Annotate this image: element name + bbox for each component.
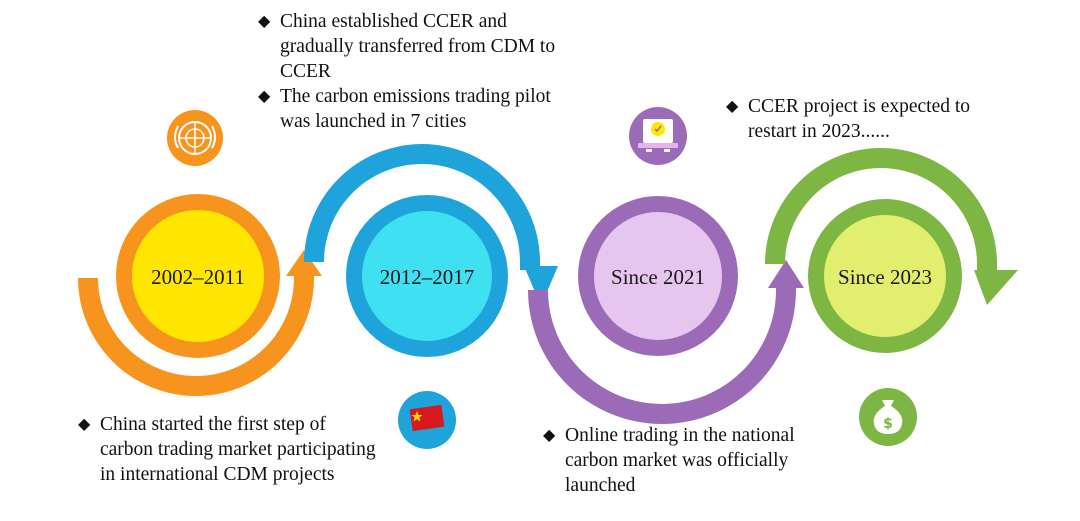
note-stage-2: China established CCER and gradually tra… (258, 9, 578, 134)
stage-3-label: Since 2021 (611, 265, 705, 289)
stage-3: Since 2021 (578, 196, 738, 356)
note-stage-4-item-1: CCER project is expected to restart in 2… (726, 94, 1016, 144)
note-stage-1: China started the first step of carbon t… (78, 412, 378, 487)
stage-2: 2012–2017 (346, 195, 508, 357)
arc-orange (68, 271, 314, 396)
stage-4-label: Since 2023 (838, 265, 932, 289)
stage-2-label: 2012–2017 (380, 265, 475, 289)
china-flag-icon (398, 391, 456, 449)
stage-2-core (362, 211, 492, 341)
note-stage-2-item-1: China established CCER and gradually tra… (258, 9, 578, 84)
note-stage-3: Online trading in the national carbon ma… (543, 423, 823, 498)
note-stage-4: CCER project is expected to restart in 2… (726, 94, 1016, 144)
svg-text:$: $ (883, 416, 893, 432)
arc-purple (528, 284, 796, 424)
note-stage-2-item-2: The carbon emissions trading pilot was l… (258, 84, 578, 134)
arrow-orange (286, 250, 322, 276)
arc-green (765, 148, 997, 274)
note-stage-3-item-1: Online trading in the national carbon ma… (543, 423, 823, 498)
arc-blue (304, 144, 540, 270)
arrow-blue (524, 266, 558, 306)
stage-3-core (594, 212, 722, 340)
stage-4-core (824, 215, 946, 337)
stage-1-label: 2002–2011 (151, 265, 245, 289)
arrow-purple (768, 260, 804, 288)
online-trading-icon (629, 107, 687, 165)
stage-1: 2002–2011 (116, 194, 280, 358)
note-stage-1-item-1: China started the first step of carbon t… (78, 412, 378, 487)
stage-1-core (132, 210, 264, 342)
un-emblem-icon (167, 110, 223, 166)
stage-4: Since 2023 (808, 199, 962, 353)
money-bag-icon: $ (859, 388, 917, 446)
arrow-green (974, 270, 1018, 305)
